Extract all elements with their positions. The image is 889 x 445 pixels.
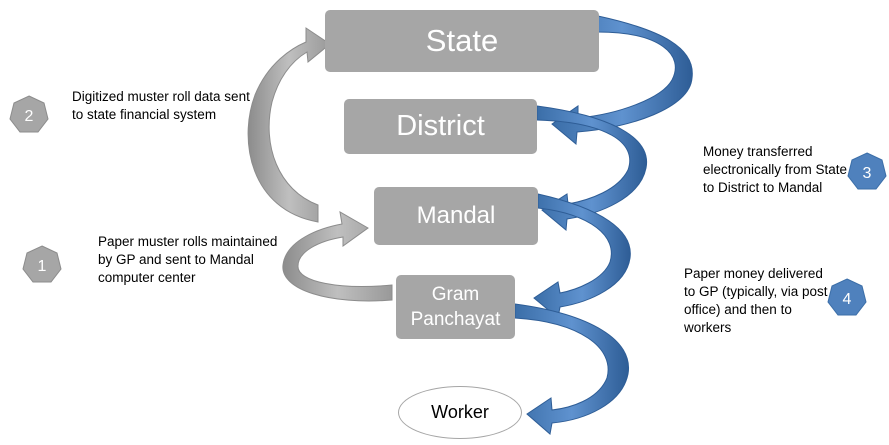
step-3-text: Money transferred electronically from St… xyxy=(703,144,848,195)
step-2-number: 2 xyxy=(25,108,34,125)
gray-arrow-to-state xyxy=(247,27,331,223)
step-2-badge: 2 xyxy=(9,95,49,133)
district-box: District xyxy=(344,99,537,154)
step-1-badge: 1 xyxy=(22,245,62,283)
mandal-box: Mandal xyxy=(374,187,538,245)
gray-arrow-to-mandal xyxy=(282,211,393,302)
step-3-number: 3 xyxy=(863,165,872,182)
step-4-badge: 4 xyxy=(827,278,867,316)
step-4-text: Paper money delivered to GP (typically, … xyxy=(684,266,828,335)
state-label: State xyxy=(425,23,499,58)
state-box: State xyxy=(325,10,599,72)
step-1-text: Paper muster rolls maintained by GP and … xyxy=(98,234,278,285)
step-4-number: 4 xyxy=(843,291,852,308)
blue-arrow-state-to-district xyxy=(551,15,693,145)
worker-label: Worker xyxy=(431,402,489,422)
step-2-text: Digitized muster roll data sent to state… xyxy=(72,89,250,122)
blue-arrow-district-to-mandal xyxy=(536,105,648,231)
worker-ellipse: Worker xyxy=(398,386,522,439)
district-label: District xyxy=(396,110,485,142)
gram-panchayat-label: Gram Panchayat xyxy=(410,284,501,330)
blue-arrow-gp-to-worker xyxy=(514,303,630,435)
step-3-badge: 3 xyxy=(847,152,887,190)
gram-panchayat-box: Gram Panchayat xyxy=(396,275,515,339)
step-1-number: 1 xyxy=(38,258,47,275)
mandal-label: Mandal xyxy=(416,202,496,229)
